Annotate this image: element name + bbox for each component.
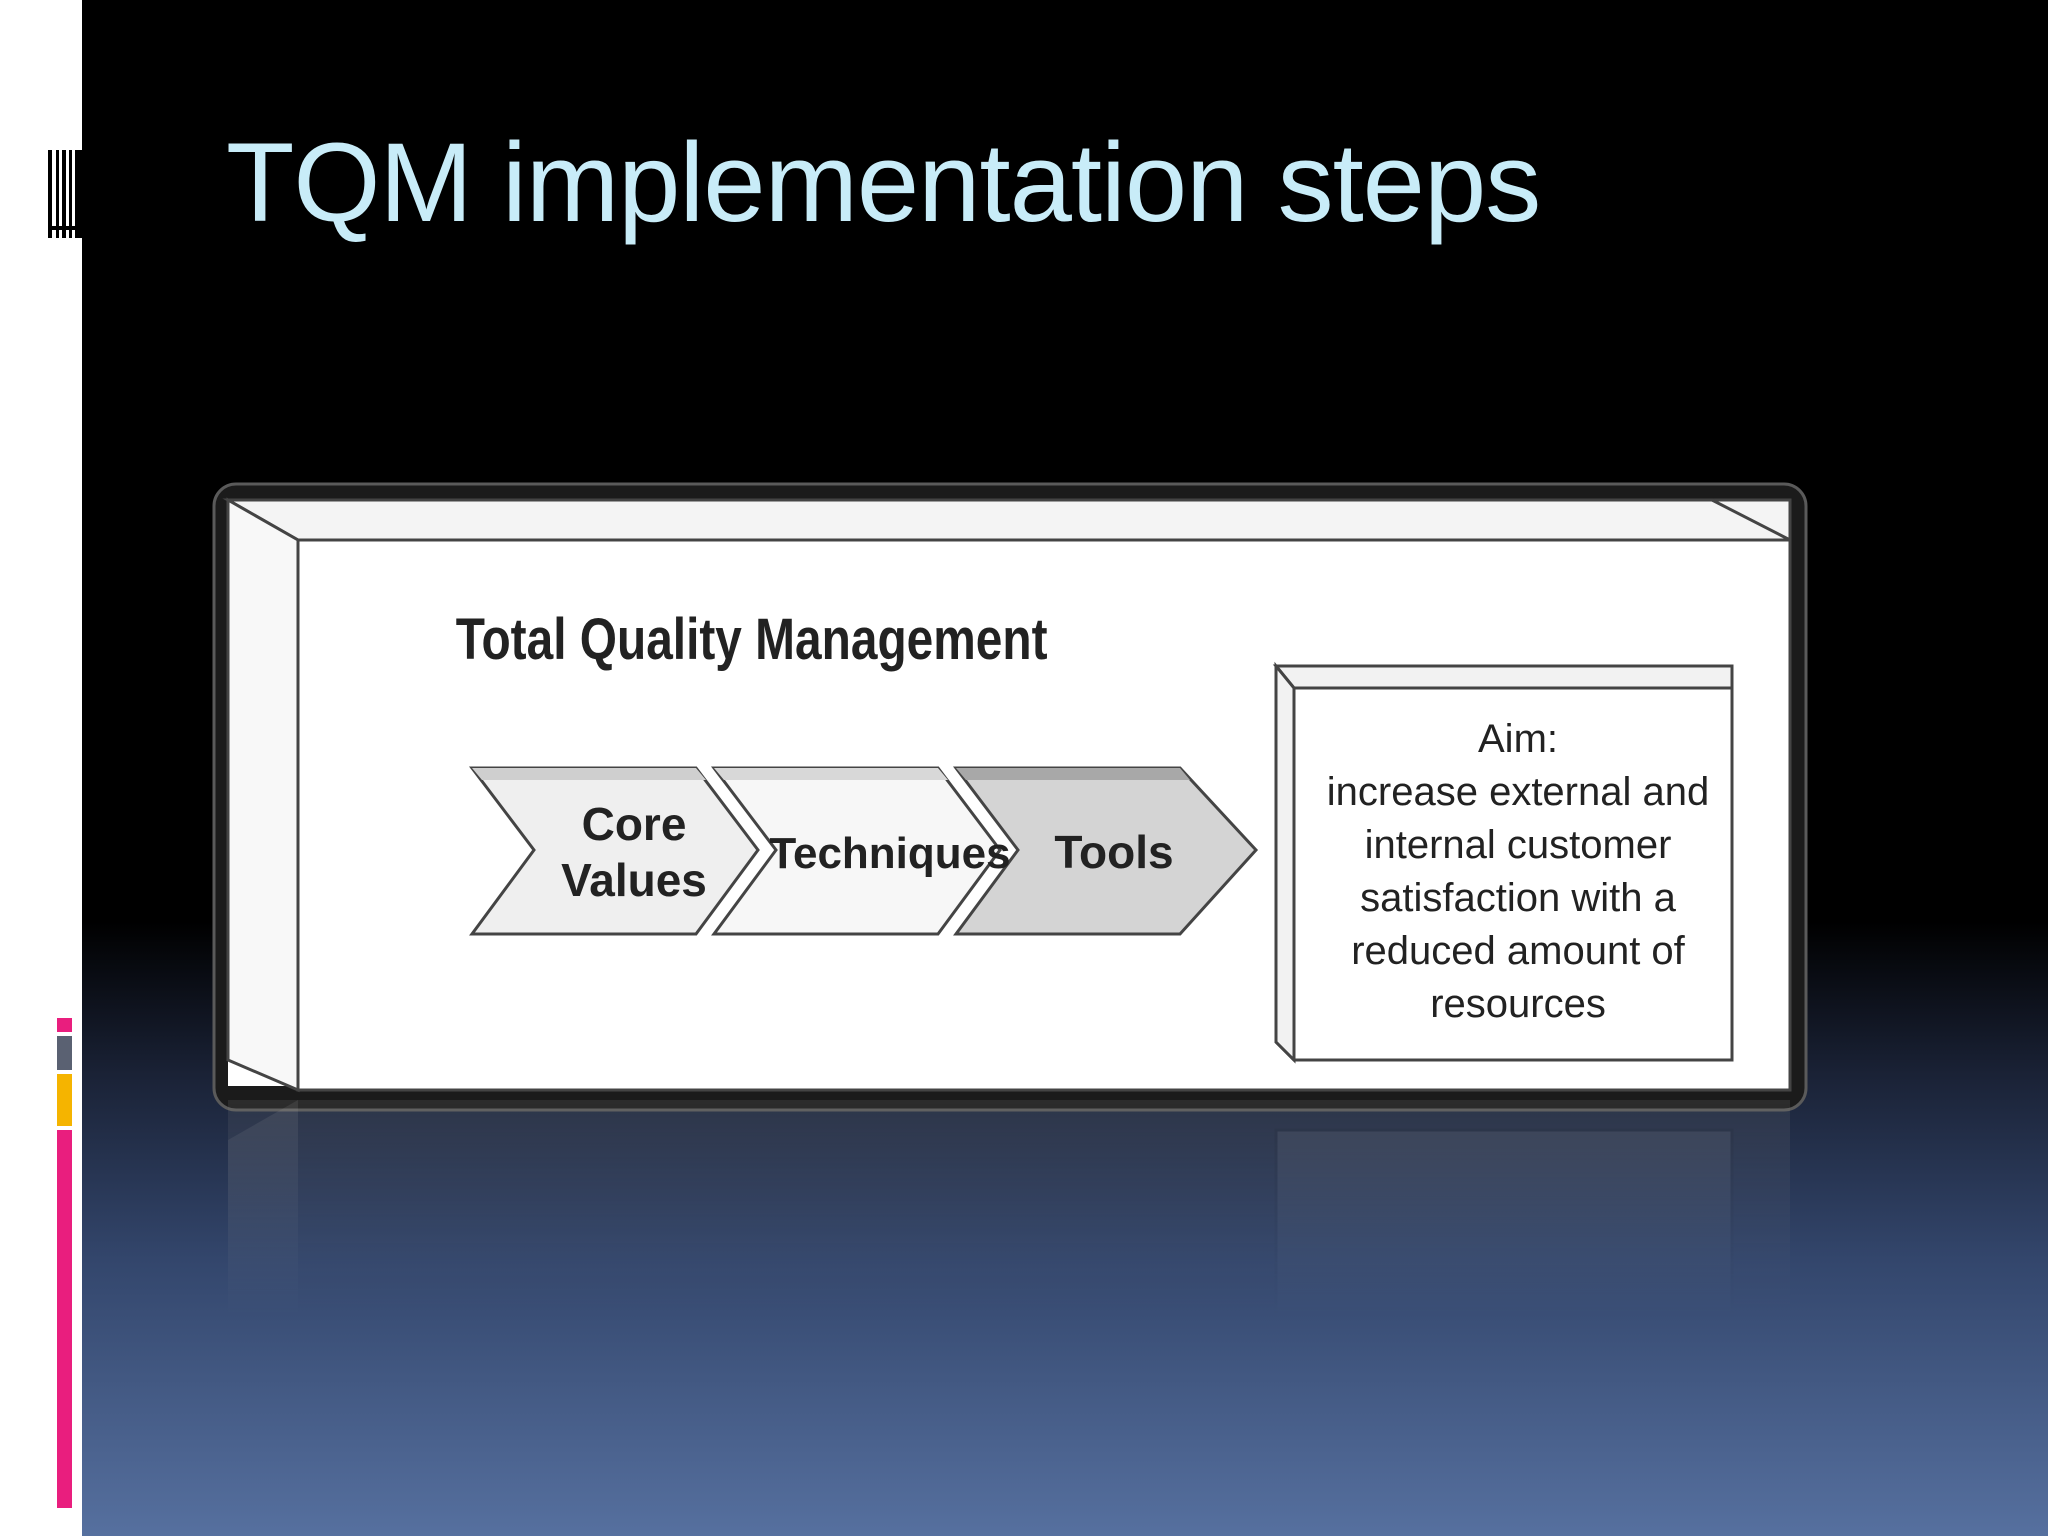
slide-title: TQM implementation steps xyxy=(226,120,1541,245)
decor-stripe xyxy=(48,226,82,230)
aim-line: reduced amount of xyxy=(1351,929,1685,973)
aim-line: increase external and xyxy=(1327,770,1709,814)
left-decor-strip xyxy=(0,0,82,1536)
aim-line: internal customer xyxy=(1365,823,1672,867)
aim-text-group: Aim: increase external and internal custom… xyxy=(1327,717,1709,1026)
chevron-core-values xyxy=(468,766,760,936)
decor-bar-pink xyxy=(57,1130,72,1508)
diagram-reflection xyxy=(212,1100,1808,1320)
aim-box xyxy=(1272,661,1734,1064)
step-tools-label: Tools xyxy=(1054,826,1173,878)
aim-line: resources xyxy=(1430,982,1606,1026)
aim-label: Aim: xyxy=(1478,717,1558,761)
decor-stripe xyxy=(62,150,66,238)
decor-stripe xyxy=(75,150,82,238)
panel-top-bevel xyxy=(222,498,1792,542)
step-core-values-line2: Values xyxy=(561,854,707,906)
chevron-tools xyxy=(952,766,1259,936)
panel-left-bevel xyxy=(226,497,300,1093)
panel-corner-line xyxy=(1711,498,1791,542)
decor-bar-gray xyxy=(57,1036,72,1070)
aim-line: satisfaction with a xyxy=(1360,876,1676,920)
diagram-heading-text: Total Quality Management xyxy=(456,608,1048,672)
decor-bar-pink xyxy=(57,1018,72,1032)
decor-stripe xyxy=(69,150,72,238)
chevron-techniques xyxy=(710,766,1002,936)
decor-stripe xyxy=(56,150,59,238)
step-techniques-label: Techniques xyxy=(769,829,1010,878)
tqm-diagram-svg: Total Quality Management Core Values Tec… xyxy=(212,482,1808,1112)
step-core-values-line1: Core xyxy=(582,798,687,850)
decor-bar-yellow xyxy=(57,1074,72,1126)
reflection-svg xyxy=(228,1100,1790,1320)
tqm-diagram: Total Quality Management Core Values Tec… xyxy=(212,482,1808,1117)
decor-stripe xyxy=(48,150,52,238)
